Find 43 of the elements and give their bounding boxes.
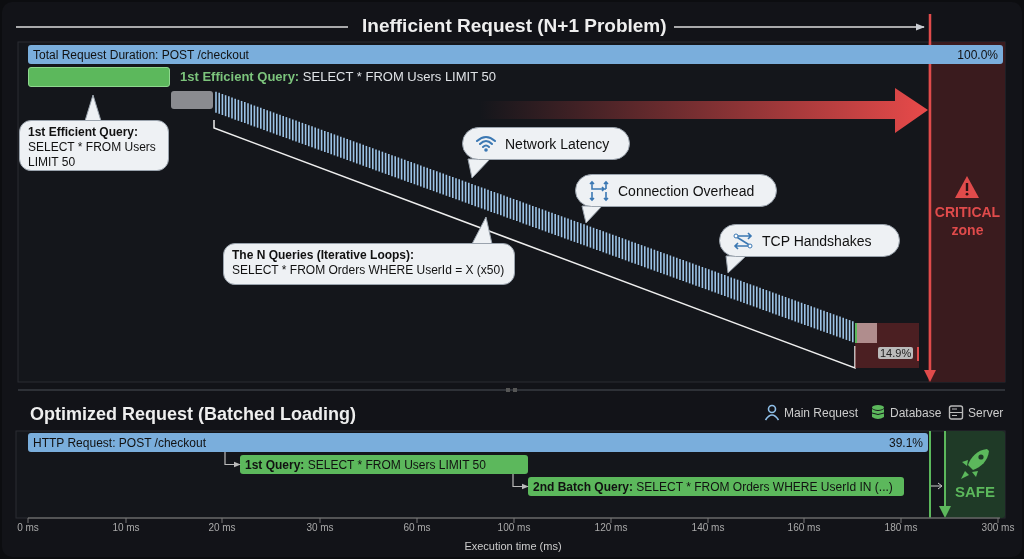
callout-text: TCP Handshakes	[762, 232, 872, 249]
request-bar	[28, 45, 1003, 64]
bar-label: HTTP Request: POST /checkout	[33, 435, 206, 450]
callout-heading: 1st Efficient Query:	[28, 125, 140, 140]
callout-heading: The N Queries (Iterative Loops):	[232, 248, 416, 263]
query-label: 1st Efficient Query: SELECT * FROM Users LIMIT 50	[180, 69, 496, 84]
query-bar	[28, 67, 170, 87]
tick-label: 160 ms	[786, 522, 822, 533]
callout-text: Network Latency	[505, 135, 610, 152]
bar-label: 2nd Batch Query: SELECT * FROM Orders WHERE UserId IN (...)	[533, 479, 893, 494]
tick-label: 20 ms	[207, 522, 237, 533]
percent-label: 39.1%	[888, 435, 923, 450]
tick-label: 100 ms	[496, 522, 532, 533]
callout-bubble	[19, 120, 169, 171]
query-bar	[240, 455, 528, 474]
tick-label: 300 ms	[980, 522, 1016, 533]
tick-label: 10 ms	[111, 522, 141, 533]
query-bar	[528, 477, 904, 496]
bar-label: Total Request Duration: POST /checkout	[33, 47, 249, 62]
request-bar	[28, 433, 928, 452]
callout-text: SELECT * FROM Orders WHERE UserId = X (x50)	[232, 263, 506, 278]
connector-arrow	[224, 451, 241, 468]
tick-label: 120 ms	[593, 522, 629, 533]
tick-label: 60 ms	[402, 522, 432, 533]
final-query-box	[855, 323, 919, 368]
callout-text: SELECT * FROM Users LIMIT 50	[28, 140, 157, 170]
tick-label: 30 ms	[305, 522, 335, 533]
axis-title: Execution time (ms)	[463, 540, 563, 552]
query-bar	[171, 91, 213, 109]
percent-label: 14.9%	[878, 347, 914, 359]
legend-label: Server	[968, 406, 1004, 420]
tick-label: 180 ms	[883, 522, 919, 533]
callout-text: Connection Overhead	[618, 182, 755, 199]
connector-arrow	[512, 473, 529, 490]
tick-label: 140 ms	[690, 522, 726, 533]
legend-label: Database	[890, 406, 942, 420]
legend-label: Main Request	[784, 406, 859, 420]
zone-label: SAFE	[954, 483, 996, 500]
zone-label: CRITICAL zone	[933, 204, 1002, 239]
percent-label: 100.0%	[957, 47, 998, 62]
section-heading: Optimized Request (Batched Loading)	[30, 404, 356, 425]
tick-label: 0 ms	[16, 522, 40, 533]
bar-label: 1st Query: SELECT * FROM Users LIMIT 50	[245, 457, 486, 472]
